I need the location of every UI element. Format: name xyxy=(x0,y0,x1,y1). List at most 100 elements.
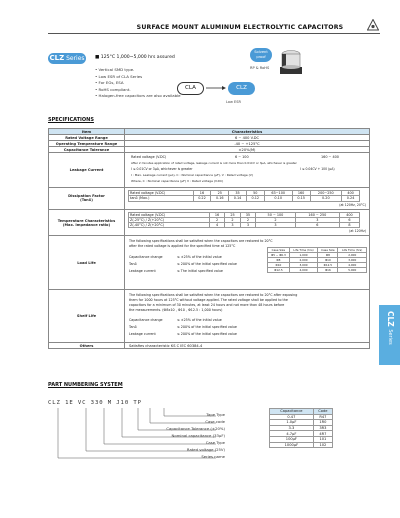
specifications-title: SPECIFICATIONS xyxy=(48,117,94,123)
arrow-right-icon xyxy=(206,86,226,90)
cap-code-cell: 102 xyxy=(312,441,334,449)
pn-label-tape: Tape Type xyxy=(206,412,225,417)
load-life-text: The following specifications shall be sa… xyxy=(129,239,273,244)
flow-to-series: CLZ xyxy=(228,82,255,95)
tc-value: 4 xyxy=(208,222,226,229)
load-life-cell: The following specifications shall be sa… xyxy=(124,235,370,291)
leakage-formula-b: I ≤ 0.04CV + 100 (μA) xyxy=(300,167,335,171)
pn-label-case-code: Case code xyxy=(205,419,225,424)
load-life-cap-label: Capacitance change xyxy=(129,255,163,260)
side-tab-code: CLZ xyxy=(386,311,395,327)
load-life-cap-value: ≤ ±25% of the initial value xyxy=(177,255,222,260)
load-life-text: after the rated voltage is applied for t… xyxy=(129,244,236,249)
part-numbering-title: PART NUMBERING SYSTEM xyxy=(48,382,123,388)
load-life-case-table: Case Size Life Time (hrs) Case Size Life… xyxy=(267,247,367,274)
shelf-life-text: them for 1000 hours at 125°C without vol… xyxy=(129,298,288,303)
tc-note: (at 120Hz) xyxy=(349,229,366,234)
leakage-range-b: 160 ~ 400 xyxy=(321,155,339,159)
df-value: 0.24 xyxy=(341,195,360,202)
feature-item: For EGs, ESA xyxy=(95,80,181,87)
spec-item-leakage: Leakage Current xyxy=(48,152,125,188)
shelf-life-cap-label: Capacitance change xyxy=(129,318,163,323)
brand-logo-icon xyxy=(367,19,379,31)
series-tagline: ■ 125°C 1,000~5,000 hrs assured xyxy=(95,55,175,60)
spec-item-temperature: Temperature Characteristics (Max. Impeda… xyxy=(48,208,125,237)
capacitor-image xyxy=(280,50,302,74)
life-table-cell: 5,000 xyxy=(337,267,367,274)
tc-value: 8 xyxy=(338,222,361,229)
shelf-life-leak-label: Leakage current xyxy=(129,332,156,337)
cap-code-header: Code xyxy=(312,408,334,415)
part-number-code: CLZ 1E VC 330 M J10 TP xyxy=(48,400,142,406)
pn-label-capacitance: Nominal capacitance (33μF) xyxy=(171,433,225,438)
page-header-title: SURFACE MOUNT ALUMINUM ELECTROLYTIC CAPA… xyxy=(136,24,344,31)
load-life-leak-label: Leakage current xyxy=(129,269,156,274)
feature-item: Vertical SMD type. xyxy=(95,67,181,74)
shelf-life-tand-label: Tanδ xyxy=(129,325,137,330)
df-value: 0.14 xyxy=(228,195,247,202)
life-table-header: Life Time (hrs) xyxy=(288,247,319,254)
tc-value: 6 xyxy=(294,222,340,229)
df-value: 0.20 xyxy=(309,195,343,202)
dissipation-cell: Rated voltage (V.DC) 16 25 35 50 63~100 … xyxy=(124,187,370,210)
shelf-life-text: The following specifications shall be sa… xyxy=(129,293,298,298)
cap-code-cell: R47 xyxy=(312,413,334,421)
part-number-leader-lines xyxy=(57,408,216,459)
solvent-proof-badge: Solvent proof xyxy=(250,48,272,62)
pn-label-series: Series name xyxy=(201,454,225,459)
leakage-voltage-label: Rated voltage (V.DC) xyxy=(131,155,167,159)
header-divider xyxy=(48,33,380,34)
dissipation-table: Rated voltage (V.DC) 16 25 35 50 63~100 … xyxy=(128,189,360,202)
leakage-cell: Rated voltage (V.DC) 6 ~ 100 160 ~ 400 A… xyxy=(124,152,370,188)
flow-note: Low ESR xyxy=(226,100,241,104)
spec-item-others: Others xyxy=(48,342,125,350)
cap-code-cell: 3R3 xyxy=(312,424,334,432)
shelf-life-text: capacitors for a minimum of 30 minutes, … xyxy=(129,303,285,308)
tc-value: 3 xyxy=(224,222,241,229)
series-name: CLZ xyxy=(49,54,65,62)
capacitance-code-table: Capacitance Code 0.47 R47 1.0μF 1R0 3.3 … xyxy=(269,408,334,449)
spec-item-shelf-life: Shelf Life xyxy=(48,289,125,344)
temperature-table: Rated voltage (V.DC) 16 25 35 50 ~ 100 1… xyxy=(128,211,361,229)
cap-code-cell: 1R0 xyxy=(312,419,334,426)
tc-value: Z(-40°C) / Z(+20°C) xyxy=(128,222,210,229)
df-note: (at 120Hz, 20°C) xyxy=(339,202,366,207)
temperature-title: Temperature Characteristics xyxy=(57,218,116,223)
series-badge: CLZ Series xyxy=(48,53,86,64)
dissipation-subtitle: (Tanδ) xyxy=(80,198,93,203)
series-side-tab: CLZ Series xyxy=(379,305,400,365)
series-suffix: Series xyxy=(66,55,85,62)
load-life-tand-value: ≤ 200% of the initial specified value xyxy=(177,262,237,267)
pn-label-voltage: Rated voltage (25V) xyxy=(186,447,225,452)
life-table-cell: Φ12.5 xyxy=(267,267,290,274)
leakage-where: Where, C : Nominal capacitance (μF) V : … xyxy=(131,179,224,183)
leakage-condition: After 2 minutes application of rated vol… xyxy=(131,161,297,165)
load-life-leak-value: ≤ The initial specified value xyxy=(177,269,223,274)
df-value: tanδ (Max.) xyxy=(128,195,194,202)
df-value: 0.10 xyxy=(263,195,293,202)
side-tab-label: Series xyxy=(387,329,393,345)
rohs-note: RP & RoHS xyxy=(250,66,270,70)
spec-value-others: Satisfies characteristic KS C IEC 60384-… xyxy=(124,342,370,350)
temperature-subtitle: (Max. Impedance ratio) xyxy=(62,222,111,227)
shelf-life-cap-value: ≤ ±25% of the initial value xyxy=(177,318,222,323)
cap-code-cell: 1000μF xyxy=(269,441,314,449)
feature-item: Low ESR of CLA Series xyxy=(95,74,181,81)
pn-label-tolerance: Capacitance Tolerance (±20%) xyxy=(166,426,225,431)
spec-item-dissipation: Dissipation Factor (Tanδ) xyxy=(48,187,125,210)
side-tab-text: CLZ Series xyxy=(384,311,395,359)
life-table-cell: Φ16 xyxy=(317,267,339,274)
feature-list: Vertical SMD type. Low ESR of CLA Series… xyxy=(95,67,181,100)
temperature-cell: Rated voltage (V.DC) 16 25 35 50 ~ 100 1… xyxy=(124,208,370,237)
feature-item: Halogen-free capacitors are also availab… xyxy=(95,93,181,100)
leakage-definitions: I : Max. Leakage current (μA), C : Nomin… xyxy=(131,173,254,177)
dissipation-title: Dissipation Factor xyxy=(68,194,105,199)
leakage-range-a: 6 ~ 100 xyxy=(235,155,249,159)
tc-value: 3 xyxy=(255,222,296,229)
shelf-life-text: the measurements. (Ф8x10 , Ф10 , Ф12.5 :… xyxy=(129,308,223,313)
feature-item: RoHS compliant. xyxy=(95,87,181,94)
life-table-header: Life Time (hrs) xyxy=(337,247,367,254)
pn-label-case-type: Case Type xyxy=(205,440,225,445)
shelf-life-tand-value: ≤ 200% of the initial specified value xyxy=(177,325,237,330)
